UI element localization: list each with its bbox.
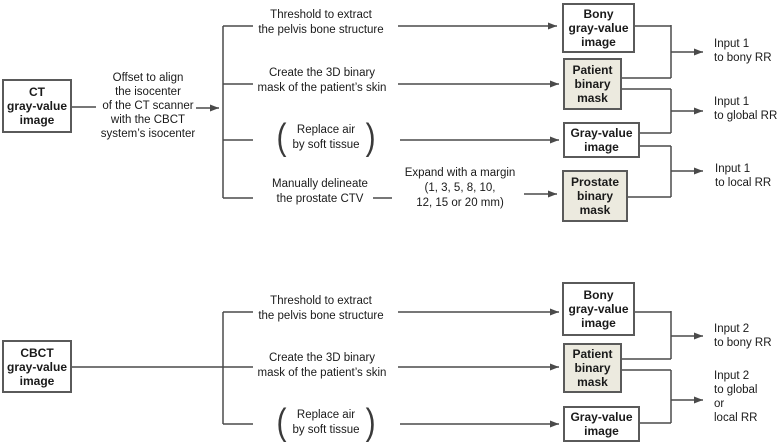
ct-step-replace-air-label: Replace air by soft tissue <box>292 124 360 151</box>
cbct-output-bony-rr-label: Input 2 to bony RR <box>714 323 772 349</box>
ct-output-global-rr-label: Input 1 to global RR <box>714 96 778 122</box>
cbct-step-replace-air-label: Replace air by soft tissue <box>292 409 360 436</box>
ct-bony-gray-value-box: Bony gray-value image <box>562 3 635 53</box>
ct-step-replace-air-group: ( Replace air by soft tissue ) <box>255 115 397 161</box>
cbct-step-replace-air-group: ( Replace air by soft tissue ) <box>255 400 397 446</box>
right-parenthesis: ) <box>365 116 376 158</box>
ct-source-box: CT gray-value image <box>2 79 72 133</box>
ct-pipeline-connectors <box>72 22 703 199</box>
cbct-output-global-local-rr-label: Input 2 to global or local RR <box>714 370 758 424</box>
cbct-source-box: CBCT gray-value image <box>2 340 72 393</box>
cbct-gray-value-box: Gray-value image <box>563 406 640 442</box>
left-parenthesis: ( <box>276 401 287 443</box>
cbct-bony-gray-value-box: Bony gray-value image <box>562 282 635 336</box>
cbct-step-skin-mask-label: Create the 3D binary mask of the patient… <box>257 352 387 379</box>
ct-patient-binary-mask-box: Patient binary mask <box>563 58 622 110</box>
cbct-step-threshold-label: Threshold to extract the pelvis bone str… <box>258 295 384 322</box>
cbct-patient-binary-mask-box: Patient binary mask <box>563 343 622 393</box>
ct-step-expand-margin-label: Expand with a margin (1, 3, 5, 8, 10, 12… <box>404 167 516 209</box>
ct-output-bony-rr-label: Input 1 to bony RR <box>714 38 772 64</box>
ct-step-delineate-label: Manually delineate the prostate CTV <box>272 178 368 205</box>
ct-prostate-binary-mask-box: Prostate binary mask <box>562 170 628 222</box>
right-parenthesis: ) <box>365 401 376 443</box>
ct-offset-step-label: Offset to align the isocenter of the CT … <box>100 72 196 140</box>
left-parenthesis: ( <box>276 116 287 158</box>
ct-step-threshold-label: Threshold to extract the pelvis bone str… <box>258 9 384 36</box>
ct-output-local-rr-label: Input 1 to local RR <box>715 163 772 189</box>
ct-step-skin-mask-label: Create the 3D binary mask of the patient… <box>257 67 387 94</box>
ct-gray-value-box: Gray-value image <box>563 122 640 158</box>
cbct-pipeline-connectors <box>72 308 703 428</box>
